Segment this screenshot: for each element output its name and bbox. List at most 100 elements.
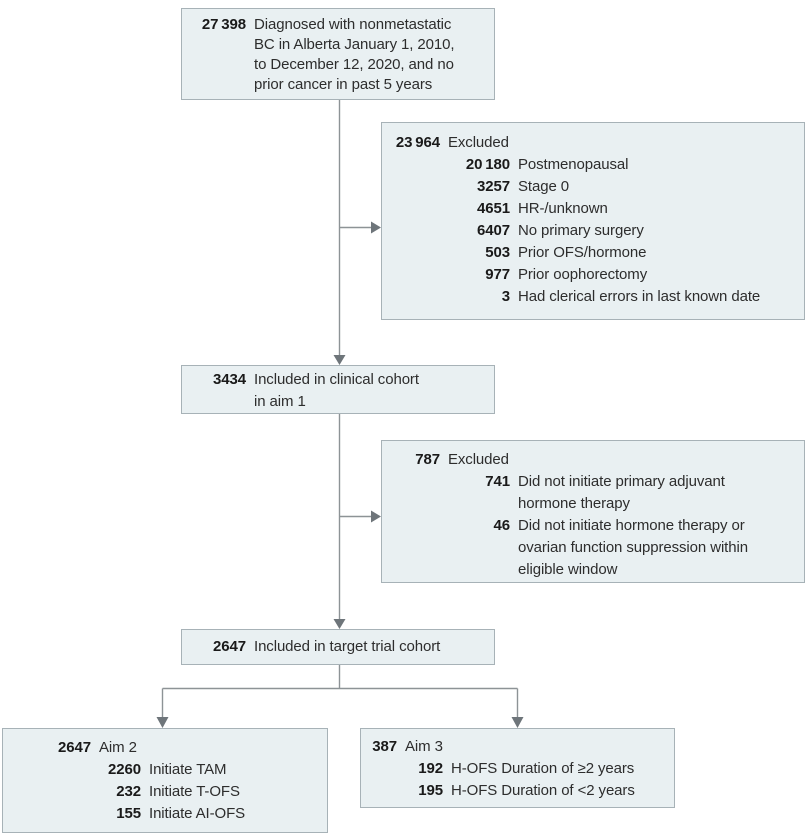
flow-row: 6407 No primary surgery xyxy=(392,220,794,242)
row-label: Initiate T-OFS xyxy=(149,781,240,803)
label-line: to December 12, 2020, and no xyxy=(254,56,454,73)
row-label: Initiate TAM xyxy=(149,759,227,781)
row-label: Did not initiate primary adjuvant hormon… xyxy=(518,471,725,515)
label-line: Excluded xyxy=(448,451,509,468)
flow-row: 977 Prior oophorectomy xyxy=(392,264,794,286)
count: 977 xyxy=(485,266,510,283)
flow-row: 195 H-OFS Duration of <2 years xyxy=(371,780,664,802)
arrowhead-down-icon xyxy=(333,619,346,629)
label-line: Excluded xyxy=(448,134,509,151)
count: 155 xyxy=(116,805,141,822)
label-line: BC in Alberta January 1, 2010, xyxy=(254,36,455,53)
label-line: H-OFS Duration of ≥2 years xyxy=(451,760,635,777)
count: 787 xyxy=(415,451,440,468)
row-label: H-OFS Duration of <2 years xyxy=(451,780,635,802)
label-line: prior cancer in past 5 years xyxy=(254,76,433,93)
arrowhead-down-icon xyxy=(156,717,169,728)
box-target-trial-cohort: 2647 Included in target trial cohort xyxy=(181,629,495,665)
label-line: Aim 2 xyxy=(99,739,137,756)
label-line: Did not initiate primary adjuvant xyxy=(518,473,725,490)
label-line: eligible window xyxy=(518,561,618,578)
count: 387 xyxy=(372,738,397,755)
flow-row: 4651 HR-/unknown xyxy=(392,198,794,220)
count: 6407 xyxy=(477,222,510,239)
flow-row: 155 Initiate AI-OFS xyxy=(13,803,317,825)
box-diagnosed: 27 398 Diagnosed with nonmetastatic BC i… xyxy=(181,8,495,100)
row-label: Initiate AI-OFS xyxy=(149,803,245,825)
row-label: Stage 0 xyxy=(518,176,569,198)
label-line: ovarian function suppression within xyxy=(518,539,748,556)
label-line: Initiate AI-OFS xyxy=(149,805,246,822)
arrowhead-right-icon xyxy=(371,221,381,234)
row-label: Included in clinical cohort in aim 1 xyxy=(254,369,419,413)
count: 3434 xyxy=(213,371,246,388)
arrowhead-down-icon xyxy=(333,355,346,365)
box-clinical-cohort: 3434 Included in clinical cohort in aim … xyxy=(181,365,495,414)
count: 27 398 xyxy=(201,16,246,33)
count: 192 xyxy=(418,760,443,777)
count: 2260 xyxy=(108,761,141,778)
flow-row: 2260 Initiate TAM xyxy=(13,759,317,781)
label-line: Did not initiate hormone therapy or xyxy=(518,517,745,534)
count: 3 xyxy=(501,288,510,305)
label-line: in aim 1 xyxy=(254,393,306,410)
row-label: H-OFS Duration of ≥2 years xyxy=(451,758,634,780)
row-label: No primary surgery xyxy=(518,220,644,242)
count: 46 xyxy=(493,517,511,534)
label-line: Had clerical errors in last known date xyxy=(518,288,761,305)
flow-row: 741 Did not initiate primary adjuvant ho… xyxy=(392,471,794,515)
row-label: Excluded xyxy=(448,449,509,471)
row-label: Had clerical errors in last known date xyxy=(518,286,760,308)
count: 3257 xyxy=(477,178,510,195)
label-line: Prior oophorectomy xyxy=(518,266,648,283)
label-line: Postmenopausal xyxy=(518,156,629,173)
count: 2647 xyxy=(213,638,246,655)
count: 20 180 xyxy=(465,156,510,173)
flow-row: 232 Initiate T-OFS xyxy=(13,781,317,803)
flow-row: 20 180 Postmenopausal xyxy=(392,154,794,176)
count: 232 xyxy=(116,783,141,800)
flow-row: 2647 Included in target trial cohort xyxy=(192,636,484,658)
label-line: Included in clinical cohort xyxy=(254,371,419,388)
flow-row: 3 Had clerical errors in last known date xyxy=(392,286,794,308)
label-line: HR-/unknown xyxy=(518,200,608,217)
row-label: Aim 3 xyxy=(405,736,443,758)
connector-target-split xyxy=(161,665,519,718)
box-excluded-initial: 23 964 Excluded 20 180 Postmenopausal 32… xyxy=(381,122,805,320)
count: 2647 xyxy=(58,739,91,756)
label-line: H-OFS Duration of <2 years xyxy=(451,782,635,799)
count: 23 964 xyxy=(395,134,440,151)
box-aim3: 387 Aim 3 192 H-OFS Duration of ≥2 years… xyxy=(360,728,675,808)
label-line: Initiate TAM xyxy=(149,761,227,778)
flow-row: 192 H-OFS Duration of ≥2 years xyxy=(371,758,664,780)
flow-row: 2647 Aim 2 xyxy=(13,737,317,759)
count: 4651 xyxy=(477,200,510,217)
label-line: Diagnosed with nonmetastatic xyxy=(254,16,452,33)
label-line: No primary surgery xyxy=(518,222,644,239)
row-label: Diagnosed with nonmetastatic BC in Alber… xyxy=(254,15,455,95)
count: 503 xyxy=(485,244,510,261)
arrowhead-right-icon xyxy=(371,510,381,523)
row-label: Prior oophorectomy xyxy=(518,264,647,286)
box-aim2: 2647 Aim 2 2260 Initiate TAM 232 Initiat… xyxy=(2,728,328,833)
label-line: hormone therapy xyxy=(518,495,630,512)
row-label: HR-/unknown xyxy=(518,198,608,220)
row-label: Excluded xyxy=(448,132,509,154)
flow-row: 46 Did not initiate hormone therapy or o… xyxy=(392,515,794,581)
row-label: Did not initiate hormone therapy or ovar… xyxy=(518,515,748,581)
count: 195 xyxy=(418,782,443,799)
flow-row: 503 Prior OFS/hormone xyxy=(392,242,794,264)
box-excluded-hormone: 787 Excluded 741 Did not initiate primar… xyxy=(381,440,805,583)
label-line: Initiate T-OFS xyxy=(149,783,240,800)
row-label: Aim 2 xyxy=(99,737,137,759)
row-label: Prior OFS/hormone xyxy=(518,242,646,264)
flow-row: 3257 Stage 0 xyxy=(392,176,794,198)
flow-row: 23 964 Excluded xyxy=(392,132,794,154)
flow-row: 787 Excluded xyxy=(392,449,794,471)
label-line: Aim 3 xyxy=(405,738,443,755)
flow-row: 3434 Included in clinical cohort in aim … xyxy=(192,369,484,413)
label-line: Included in target trial cohort xyxy=(254,638,441,655)
label-line: Stage 0 xyxy=(518,178,570,195)
row-label: Included in target trial cohort xyxy=(254,636,440,658)
